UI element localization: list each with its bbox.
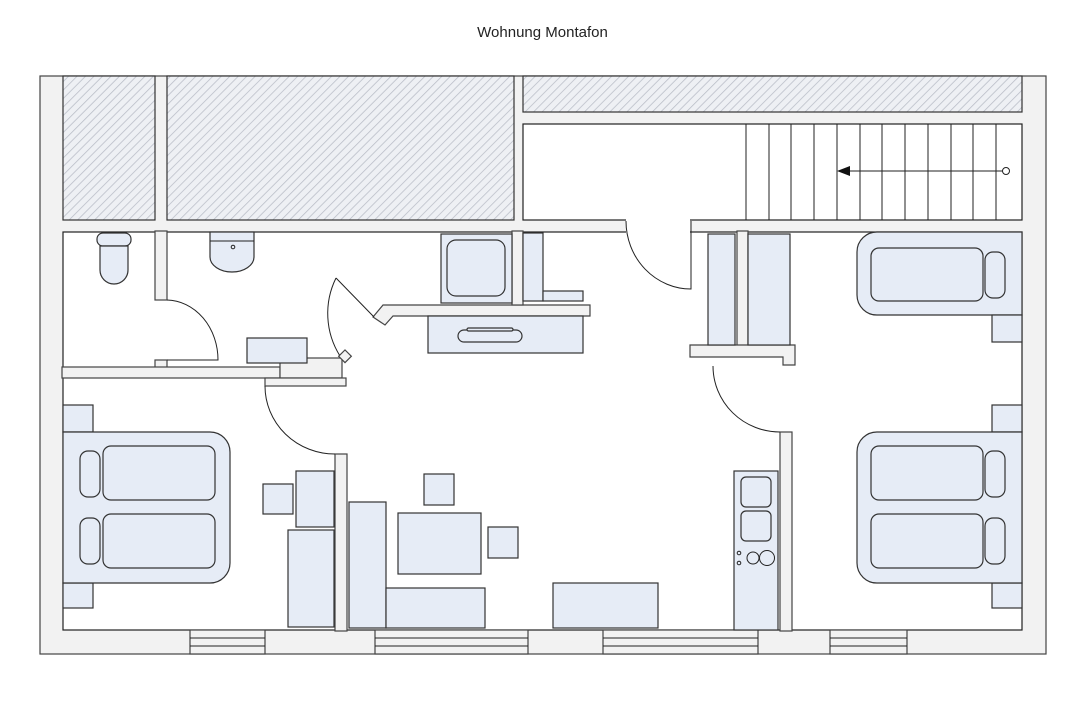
shelf-low <box>542 290 584 302</box>
door-wc[interactable] <box>166 299 219 361</box>
chair <box>487 526 519 559</box>
door-bathroom[interactable] <box>327 277 375 357</box>
double-bed-right <box>856 404 1023 609</box>
wall-wardrobe <box>736 230 749 347</box>
hatched-area-middle <box>166 75 515 221</box>
shower <box>440 233 513 304</box>
wall-shower <box>511 230 524 306</box>
sideboard <box>427 315 584 354</box>
wardrobe-2 <box>747 233 791 346</box>
wardrobe-left <box>287 529 335 628</box>
chair <box>423 473 455 506</box>
windows <box>189 629 908 655</box>
door-stairs[interactable] <box>625 220 692 290</box>
wall-lintel <box>264 377 347 387</box>
sink-icon <box>740 510 772 542</box>
tv-board <box>552 582 659 629</box>
dining-table <box>397 512 482 575</box>
double-bed-left <box>62 404 231 609</box>
door-bedroom-left[interactable] <box>264 385 336 455</box>
wall-bedroom-top <box>61 366 281 379</box>
corner-sofa <box>348 501 486 629</box>
wardrobe-1 <box>707 233 736 346</box>
nightstand <box>991 314 1023 343</box>
toilet-bathroom <box>209 231 255 273</box>
hatched-area-left <box>62 75 156 221</box>
single-bed-right-top <box>856 231 1023 343</box>
wall-wc <box>154 230 168 301</box>
hatched-area-right <box>522 75 1023 113</box>
burner-icon <box>759 550 775 566</box>
plan-title: Wohnung Montafon <box>477 24 608 41</box>
wall-hall-right <box>689 344 796 366</box>
door-bedroom-right[interactable] <box>712 365 781 433</box>
shelf-tall <box>522 232 544 302</box>
wall-partition <box>372 304 591 326</box>
wall-bedroom-living <box>334 453 348 632</box>
door-opening-stairs <box>626 219 690 233</box>
sink-icon <box>740 476 772 508</box>
door-hinge <box>337 349 353 364</box>
desk-chair <box>262 483 294 515</box>
kitchen-unit <box>733 470 779 631</box>
desk <box>295 470 335 528</box>
staircase <box>522 123 1023 221</box>
bathroom-cabinet <box>246 337 308 364</box>
toilet-wc <box>96 232 132 285</box>
wall-kitchen <box>779 431 793 632</box>
